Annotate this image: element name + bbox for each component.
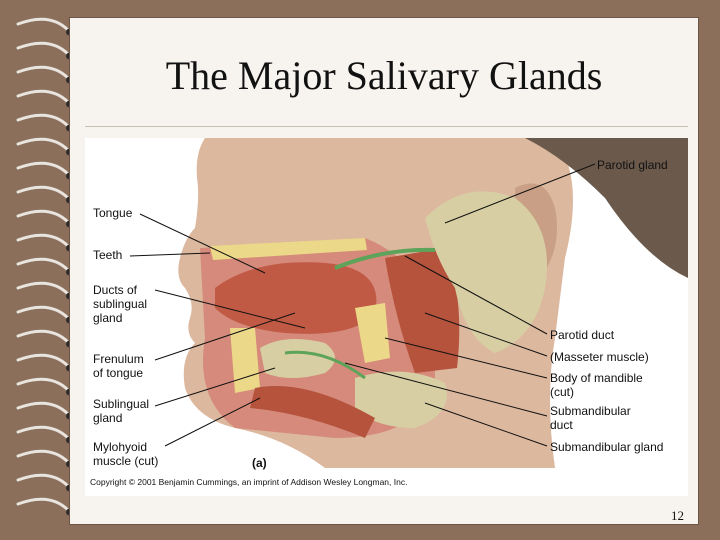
label-sublingual-gland: Sublingual gland: [93, 397, 150, 425]
mylohyoid-shape: [250, 386, 375, 438]
salivary-glands-illustration: [129, 138, 688, 468]
label-parotid-duct: Parotid duct: [550, 328, 615, 342]
sublingual-gland-shape: [260, 339, 335, 378]
label-tongue: Tongue: [93, 206, 133, 220]
slide-title: The Major Salivary Glands: [165, 53, 603, 98]
label-teeth: Teeth: [93, 248, 123, 262]
label-body-mandible: Body of mandible (cut): [550, 371, 643, 399]
label-submandibular-duct: Submandibular duct: [550, 404, 631, 432]
submandibular-duct-shape: [284, 350, 366, 380]
title-divider: [85, 126, 688, 127]
anatomy-figure: Tongue Teeth Ducts of sublingual gland F…: [85, 138, 688, 496]
submandibular-gland-shape: [355, 371, 447, 428]
tongue-shape: [215, 262, 377, 334]
mandible: [230, 328, 260, 393]
hair: [525, 138, 688, 278]
label-mylohyoid: Mylohyoid muscle (cut): [93, 440, 159, 468]
parotid-gland-shape: [425, 191, 547, 353]
page-number: 12: [671, 508, 684, 523]
label-submandibular-gland: Submandibular gland: [550, 440, 664, 454]
label-frenulum: Frenulum of tongue: [93, 352, 144, 380]
mandible-back: [355, 303, 390, 363]
label-parotid-gland: Parotid gland: [597, 158, 668, 172]
masseter-muscle: [385, 248, 460, 373]
parotid-duct-shape: [334, 247, 436, 270]
figure-panel-letter: (a): [252, 456, 267, 470]
label-masseter: (Masseter muscle): [550, 350, 649, 364]
upper-jaw: [210, 238, 367, 260]
label-ducts-sublingual: Ducts of sublingual gland: [93, 283, 148, 325]
copyright-notice: Copyright © 2001 Benjamin Cummings, an i…: [90, 477, 408, 487]
